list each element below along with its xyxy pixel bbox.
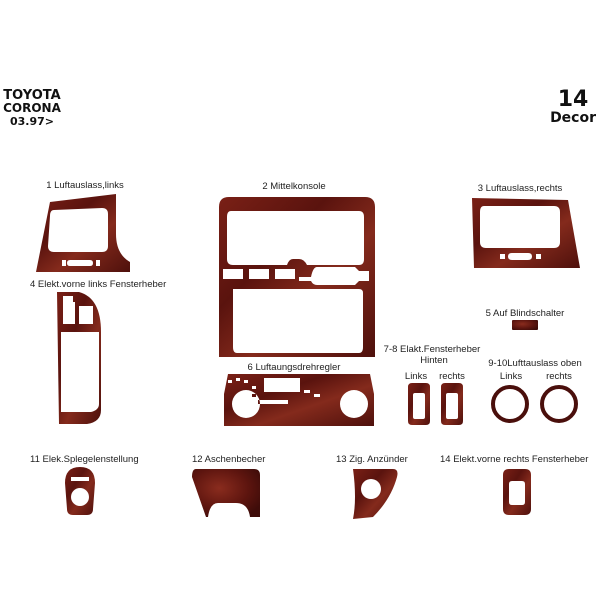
part-7-8-sublabel: Hinten xyxy=(420,355,448,366)
part-14-label: 14 Elekt.vorne rechts Fensterheber xyxy=(440,454,589,465)
part-2-center-console xyxy=(219,197,375,357)
set-label: Decor xyxy=(550,110,596,126)
set-count-badge: 14 Decor xyxy=(550,87,596,126)
part-4-label: 4 Elekt.vorne links Fensterheber xyxy=(30,279,167,290)
part-3-label: 3 Luftauslass,rechts xyxy=(477,183,563,194)
part-6-label: 6 Luftaungsdrehregler xyxy=(247,362,341,373)
model-year: 03.97> xyxy=(9,115,54,128)
part-1-air-vent-left xyxy=(36,194,130,272)
part-9-10-label: 9-10Lufttauslass oben xyxy=(488,358,582,369)
part-13-cigarette-lighter xyxy=(353,469,398,519)
part-9-upper-vent-ring-left xyxy=(491,385,529,423)
part-14-window-switch-front-right xyxy=(503,469,531,515)
part-2-label: 2 Mittelkonsole xyxy=(262,181,326,192)
part-7-window-switch-rear-left xyxy=(408,383,430,425)
part-6-ventilation-control xyxy=(224,374,374,426)
part-13-label: 13 Zig. Anzünder xyxy=(336,454,408,465)
part-10-upper-vent-ring-right xyxy=(540,385,578,423)
part-8-window-switch-rear-right xyxy=(441,383,463,425)
part-5-blank-switch xyxy=(512,320,538,330)
part-7-8-label: 7-8 Elakt.Fensterheber xyxy=(383,344,481,355)
vehicle-model-title: TOYOTA CORONA 03.97> xyxy=(0,89,64,128)
part-4-window-switch-front-left xyxy=(57,292,101,424)
part-11-label: 11 Elek.Splegelenstellung xyxy=(30,454,139,465)
part-7-label-left: Links xyxy=(404,371,428,382)
part-9-label-left: Links xyxy=(499,371,523,382)
model-name: CORONA xyxy=(3,101,61,115)
part-12-ashtray xyxy=(192,469,260,517)
part-10-label-right: rechts xyxy=(546,371,572,382)
part-11-mirror-adjust xyxy=(65,467,95,515)
set-count: 14 xyxy=(557,87,589,112)
part-8-label-right: rechts xyxy=(439,371,465,382)
part-3-air-vent-right xyxy=(472,198,580,268)
part-5-label: 5 Auf Blindschalter xyxy=(485,308,565,319)
part-1-label: 1 Luftauslass,links xyxy=(46,180,124,191)
part-12-label: 12 Aschenbecher xyxy=(192,454,266,465)
brand-name: TOYOTA xyxy=(3,88,61,103)
